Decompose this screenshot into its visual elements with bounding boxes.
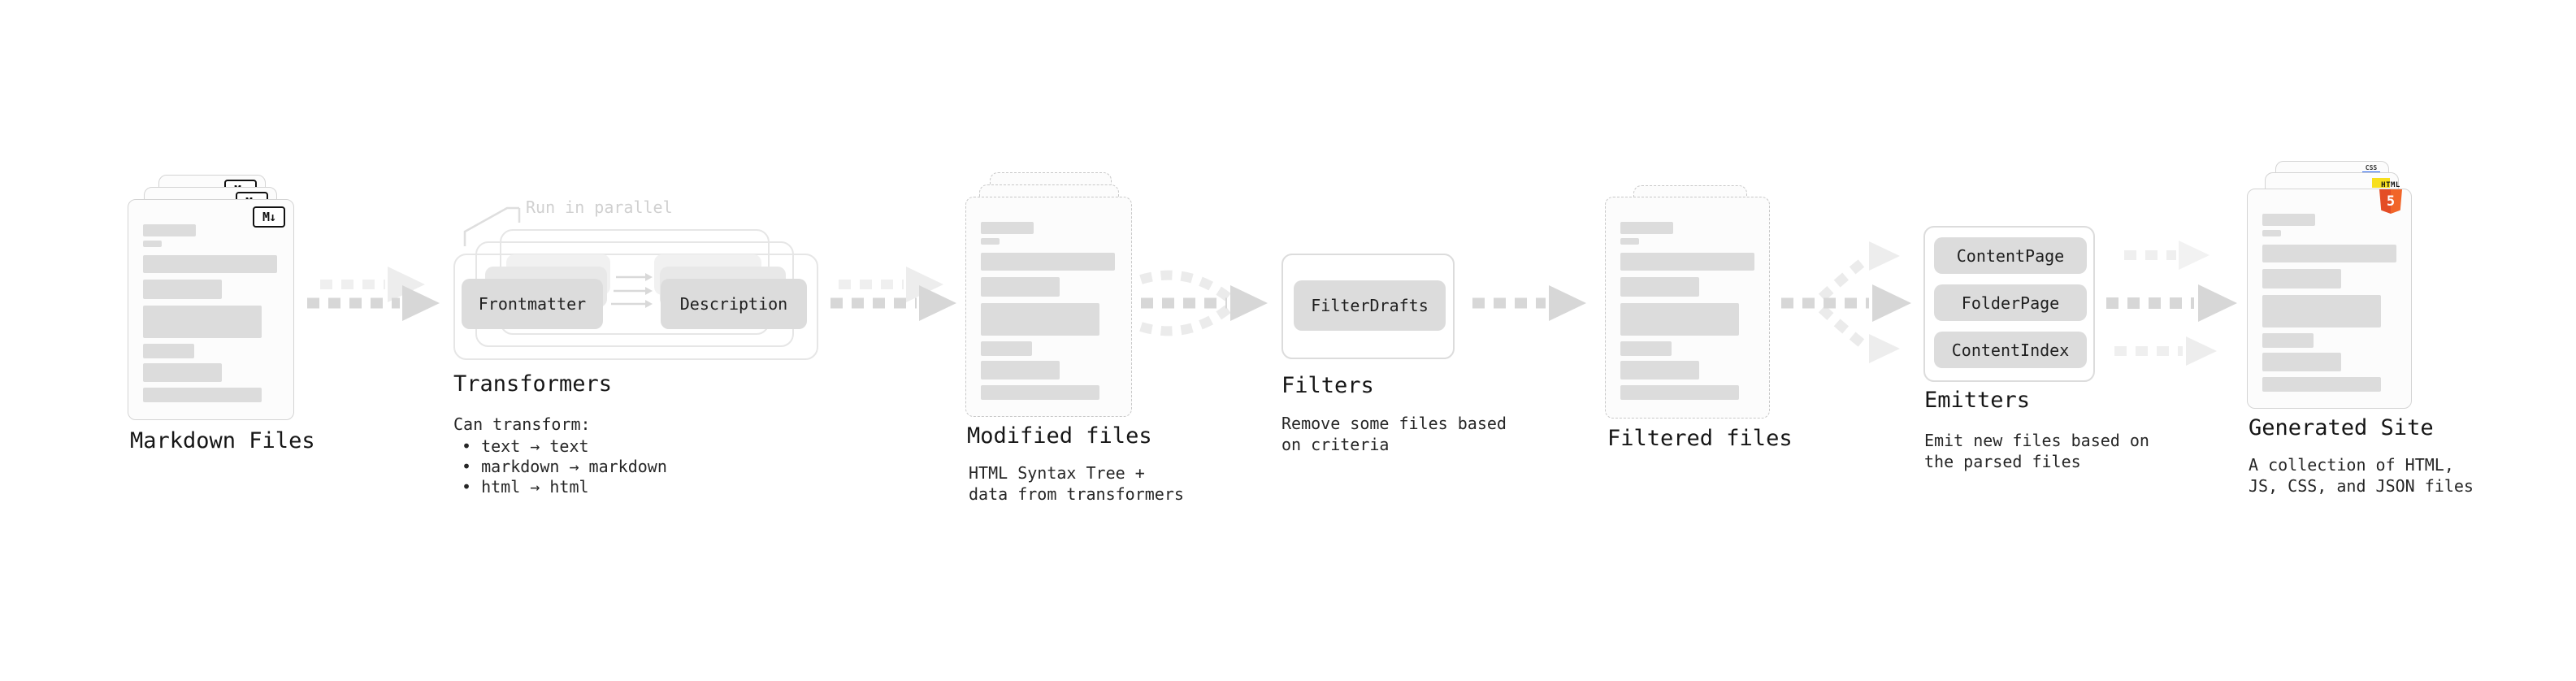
filtered-files-label: Filtered files <box>1607 426 1793 451</box>
skeleton-bar <box>143 280 222 299</box>
skeleton-bar <box>981 385 1099 400</box>
transformers-bullet: • html → html <box>462 477 589 497</box>
transformers-bullet: • markdown → markdown <box>462 457 667 476</box>
skeleton-bar <box>981 341 1032 356</box>
parallel-arrows-icon <box>611 273 653 308</box>
skeleton-bar <box>1620 341 1672 356</box>
skeleton-bar <box>981 238 1000 245</box>
skeleton-bar <box>143 363 222 382</box>
generated-site-desc: JS, CSS, and JSON files <box>2249 476 2474 496</box>
modified-files-label: Modified files <box>967 423 1152 449</box>
contentindex-emitter-box: ContentIndex <box>1934 332 2087 368</box>
arrow-emitters-to-generated <box>2106 241 2237 366</box>
arrow-markdown-to-transformers <box>307 267 440 321</box>
skeleton-bar <box>1620 238 1639 245</box>
arrow-filters-to-filtered <box>1472 285 1586 321</box>
emitters-label: Emitters <box>1924 388 2031 413</box>
document-skeleton <box>1606 197 1769 418</box>
skeleton-bar <box>2262 230 2281 236</box>
modified-files-desc: HTML Syntax Tree + <box>969 463 1145 483</box>
emitters-panel: ContentPage FolderPage ContentIndex <box>1923 226 2095 382</box>
skeleton-bar <box>1620 361 1699 380</box>
run-in-parallel-annotation: Run in parallel <box>526 197 673 217</box>
skeleton-bar <box>143 224 196 236</box>
markdown-files-label: Markdown Files <box>130 428 315 453</box>
markdown-icon: M↓ <box>253 206 285 228</box>
skeleton-bar <box>143 241 162 247</box>
document-skeleton <box>128 200 293 419</box>
html5-icon: HTML 5 <box>2379 181 2403 214</box>
generated-site-label: Generated Site <box>2249 415 2434 440</box>
emitters-desc: Emit new files based on <box>1924 431 2149 450</box>
run-in-parallel-callout-line <box>463 206 521 246</box>
document-skeleton <box>2248 189 2411 408</box>
skeleton-bar <box>1620 222 1673 234</box>
transformers-desc-title: Can transform: <box>453 414 591 434</box>
skeleton-bar <box>1620 277 1699 297</box>
skeleton-bar <box>981 303 1099 336</box>
filters-label: Filters <box>1281 373 1374 398</box>
transformer-layer-front <box>453 254 818 360</box>
generated-site-desc: A collection of HTML, <box>2249 455 2454 475</box>
description-transformer-box: Description <box>661 279 807 329</box>
skeleton-bar <box>143 255 277 273</box>
markdown-file-card-front: M↓ <box>128 199 294 420</box>
modified-file-card-front <box>965 197 1132 417</box>
skeleton-bar <box>981 222 1034 234</box>
filters-desc: on criteria <box>1281 435 1390 454</box>
skeleton-bar <box>2262 269 2341 288</box>
skeleton-bar <box>1620 303 1739 336</box>
transformers-label: Transformers <box>453 371 613 397</box>
skeleton-bar <box>2262 245 2396 262</box>
modified-files-desc: data from transformers <box>969 484 1184 504</box>
filtered-file-card-front <box>1605 197 1770 419</box>
folderpage-emitter-box: FolderPage <box>1934 284 2087 321</box>
skeleton-bar <box>2262 353 2341 371</box>
filters-desc: Remove some files based <box>1281 414 1507 433</box>
skeleton-bar <box>2262 214 2315 226</box>
transformers-bullet: • text → text <box>462 436 589 456</box>
filters-panel: FilterDrafts <box>1281 254 1455 359</box>
skeleton-bar <box>143 306 262 338</box>
generated-file-card-front: HTML 5 <box>2247 181 2412 409</box>
skeleton-bar <box>981 277 1060 297</box>
filterdrafts-filter-box: FilterDrafts <box>1294 280 1446 331</box>
arrow-filtered-to-emitters <box>1781 241 1911 363</box>
javascript-icon <box>2372 178 2390 188</box>
document-skeleton <box>966 197 1131 416</box>
arrow-modified-to-filters <box>1139 270 1268 336</box>
skeleton-bar <box>1620 385 1739 400</box>
contentpage-emitter-box: ContentPage <box>1934 237 2087 274</box>
skeleton-bar <box>143 388 262 402</box>
emitters-desc: the parsed files <box>1924 452 2081 471</box>
skeleton-bar <box>143 344 194 358</box>
skeleton-bar <box>2262 333 2314 348</box>
skeleton-bar <box>2262 295 2381 327</box>
frontmatter-transformer-box: Frontmatter <box>462 279 603 329</box>
skeleton-bar <box>981 253 1115 271</box>
skeleton-bar <box>1620 253 1754 271</box>
skeleton-bar <box>981 361 1060 380</box>
arrow-transformers-to-modified <box>830 267 956 321</box>
skeleton-bar <box>2262 377 2381 392</box>
